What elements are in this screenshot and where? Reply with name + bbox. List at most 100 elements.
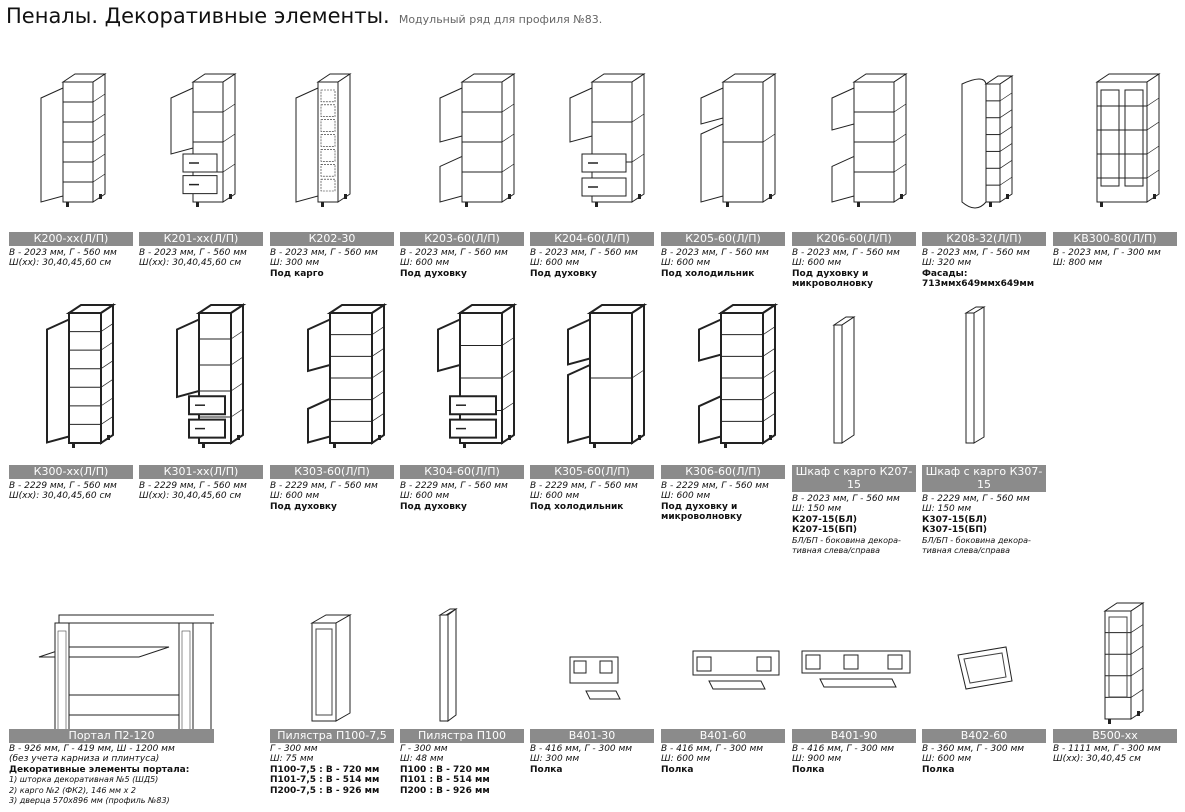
spec-line: Ш: 900 мм	[792, 754, 842, 765]
spec-line: В - 2023 мм, Г - 560 мм	[400, 248, 508, 258]
spec-line: Ш: 600 мм	[922, 754, 972, 765]
spec-line: Ш: 150 мм	[792, 504, 842, 515]
small-note-line: БЛ/БП - боковина декора-	[922, 535, 1031, 545]
note-line: Под духовку и	[661, 501, 738, 512]
spec-line: В - 2023 мм, Г - 560 мм	[530, 248, 638, 258]
item-label: К208-32(Л/П)	[922, 232, 1046, 246]
note-line: микроволновку	[661, 512, 742, 523]
cabinet-drawing	[661, 595, 785, 725]
note-line: П101-7,5 : В - 514 мм	[270, 775, 380, 786]
item-label: К201-хх(Л/П)	[139, 232, 263, 246]
spec-line: Ш: 600 мм	[400, 258, 450, 269]
item-label: Шкаф с карго К307-15	[922, 465, 1046, 492]
item-label: К300-хх(Л/П)	[9, 465, 133, 479]
note-line: К207-15(БП)	[792, 525, 858, 536]
spec-line: Ш(хх): 30,40,45 см	[1053, 754, 1141, 765]
item-label: В500-хх	[1053, 729, 1177, 743]
note-line: Под духовку	[400, 268, 467, 279]
item-label: К204-60(Л/П)	[530, 232, 654, 246]
spec-line: Ш(хх): 30,40,45,60 см	[9, 258, 112, 269]
note-line: Под духовку	[530, 268, 597, 279]
spec-line: В - 416 мм, Г - 300 мм	[530, 744, 633, 754]
cabinet-drawing	[792, 295, 916, 453]
page-subtitle: Модульный ряд для профиля №83.	[398, 13, 603, 26]
item-label: К202-30	[270, 232, 394, 246]
note-line: Полка	[661, 764, 694, 775]
spec-line: В - 2023 мм, Г - 560 мм	[139, 248, 247, 258]
spec-line: Ш: 600 мм	[270, 491, 320, 502]
item-label: К304-60(Л/П)	[400, 465, 524, 479]
spec-line: В - 2229 мм, Г - 560 мм	[661, 481, 769, 491]
note-line: К307-15(БЛ)	[922, 514, 987, 525]
spec-line: Ш: 800 мм	[1053, 258, 1103, 269]
spec-line: В - 2023 мм, Г - 560 мм	[661, 248, 769, 258]
spec-line: В - 2023 мм, Г - 560 мм	[9, 248, 117, 258]
item-label: В402-60	[922, 729, 1046, 743]
note-line: Полка	[530, 764, 563, 775]
cabinet-drawing	[139, 295, 263, 453]
note-line: Под духовку	[400, 501, 467, 512]
spec-line: Ш: 300 мм	[530, 754, 580, 765]
item-label: К206-60(Л/П)	[792, 232, 916, 246]
note-line: Полка	[792, 764, 825, 775]
small-note-line: 2) карго №2 (ФК2), 146 мм х 2	[9, 785, 136, 795]
spec-line: В - 2023 мм, Г - 560 мм	[792, 494, 900, 504]
spec-line: В - 360 мм, Г - 300 мм	[922, 744, 1025, 754]
note-line: П100-7,5 : В - 720 мм	[270, 764, 380, 775]
item-label: В401-60	[661, 729, 785, 743]
spec-line: Ш: 75 мм	[270, 754, 314, 765]
item-label: К200-хх(Л/П)	[9, 232, 133, 246]
cabinet-drawing	[400, 295, 524, 453]
item-label: К305-60(Л/П)	[530, 465, 654, 479]
spec-line: Ш: 600 мм	[530, 491, 580, 502]
cabinet-drawing	[400, 64, 524, 214]
spec-line: В - 2023 мм, Г - 560 мм	[792, 248, 900, 258]
item-label: Шкаф с карго К207-15	[792, 465, 916, 492]
item-label: В401-90	[792, 729, 916, 743]
cabinet-drawing	[792, 595, 916, 725]
spec-line: Ш: 600 мм	[792, 258, 842, 269]
small-note-line: тивная слева/справа	[922, 546, 1011, 556]
cabinet-drawing	[922, 295, 1046, 453]
spec-line: Ш: 150 мм	[922, 504, 972, 515]
cabinet-drawing	[922, 64, 1046, 214]
cabinet-drawing	[400, 595, 524, 725]
cabinet-drawing	[661, 64, 785, 214]
cabinet-drawing	[922, 595, 1046, 725]
spec-line: В - 2229 мм, Г - 560 мм	[9, 481, 117, 491]
cabinet-drawing	[661, 295, 785, 453]
spec-line: В - 1111 мм, Г - 300 мм	[1053, 744, 1161, 754]
small-note-line: 1) шторка декоративная №5 (ШД5)	[9, 775, 159, 785]
spec-line: В - 2229 мм, Г - 560 мм	[922, 494, 1030, 504]
spec-line: В - 2229 мм, Г - 560 мм	[530, 481, 638, 491]
spec-line: В - 926 мм, Г - 419 мм, Ш - 1200 мм	[9, 744, 175, 754]
spec-line: Ш: 600 мм	[661, 491, 711, 502]
note-line: Под духовку и	[792, 268, 869, 279]
note-line: Под карго	[270, 268, 324, 279]
cabinet-drawing	[792, 64, 916, 214]
spec-line: В - 2229 мм, Г - 560 мм	[270, 481, 378, 491]
small-note-line: тивная слева/справа	[792, 546, 881, 556]
spec-line: В - 2023 мм, Г - 560 мм	[922, 248, 1030, 258]
spec-line: Ш: 600 мм	[530, 258, 580, 269]
item-label: К303-60(Л/П)	[270, 465, 394, 479]
spec-line: Ш: 600 мм	[400, 491, 450, 502]
note-line: Под духовку	[270, 501, 337, 512]
cabinet-drawing	[139, 64, 263, 214]
cabinet-drawing	[9, 295, 133, 453]
item-specs: В - 926 мм, Г - 419 мм, Ш - 1200 мм(без …	[9, 744, 224, 806]
item-label: Пилястра П100	[400, 729, 524, 743]
spec-line: В - 416 мм, Г - 300 мм	[661, 744, 764, 754]
spec-line: В - 416 мм, Г - 300 мм	[792, 744, 895, 754]
item-label: Портал П2-120	[9, 729, 214, 743]
